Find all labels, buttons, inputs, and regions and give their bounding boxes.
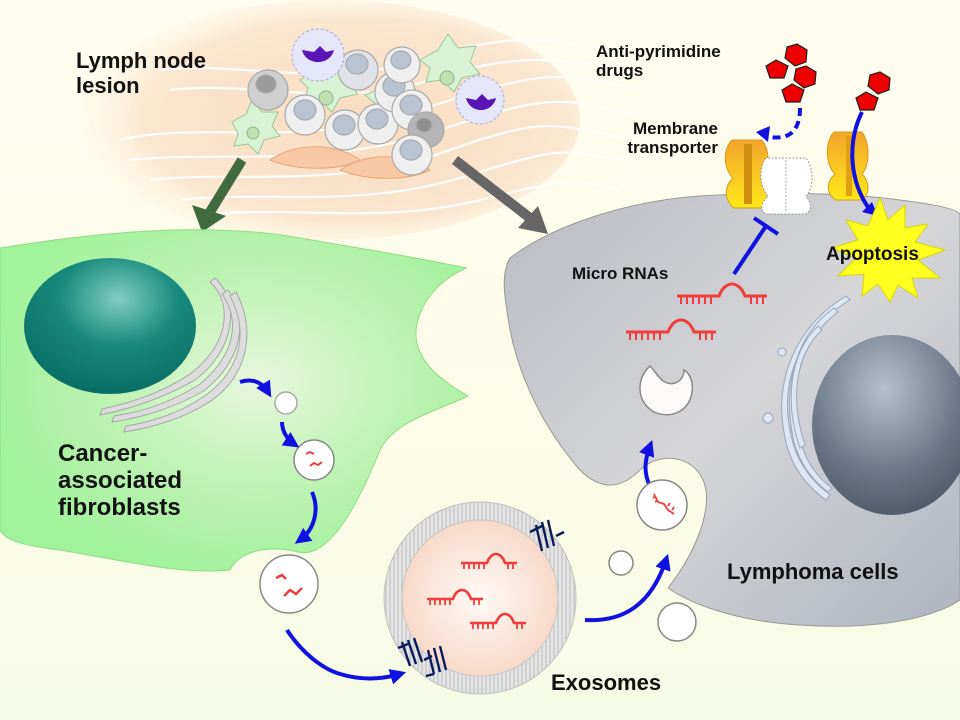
label-line: drugs [596, 61, 644, 81]
fibroblast-nucleus [24, 258, 196, 394]
label-line: associated [58, 466, 183, 494]
inhibition-line [732, 216, 780, 276]
arrow-lesion-to-fibroblasts [192, 157, 247, 232]
vesicle-small [608, 550, 634, 576]
label-membrane-transporter: Membrane transporter [590, 119, 718, 157]
label-exosomes: Exosomes [551, 670, 662, 695]
label-line: transporter [627, 138, 718, 158]
vesicle-released [259, 554, 319, 614]
apoptosis-burst [830, 196, 947, 304]
lymphocyte-icons [247, 46, 445, 176]
lymphoma-nucleus [812, 335, 960, 515]
neutrophil-icons [291, 28, 505, 125]
label-anti-pyrimidine-drugs: Anti-pyrimidine drugs [596, 42, 721, 80]
vesicle-medium [657, 602, 697, 642]
label-lymph-node-lesion: Lymph node lesion [76, 48, 206, 98]
label-cancer-associated-fibroblasts: Cancer- associated fibroblasts [58, 440, 183, 522]
label-line: fibroblasts [58, 493, 181, 521]
efflux-arrow [756, 107, 802, 142]
exosome-receptors [397, 519, 565, 678]
endoplasmic-reticulum [762, 295, 851, 501]
membrane-transporter-right [826, 131, 869, 201]
label-line: Membrane [632, 119, 718, 138]
exosome [383, 501, 577, 695]
label-micro-rnas: Micro RNAs [572, 264, 669, 283]
label-line: Cancer- [58, 440, 148, 467]
label-lymphoma-cells: Lymphoma cells [727, 559, 899, 584]
micro-rna-icons [626, 282, 767, 340]
cancer-associated-fibroblast [0, 229, 470, 572]
membrane-transporter-inhibited [760, 157, 813, 215]
label-apoptosis: Apoptosis [826, 244, 919, 265]
label-line: Lymph node [76, 48, 206, 73]
anti-pyrimidine-drug-molecules [765, 43, 891, 111]
lymphoma-cell [503, 192, 960, 627]
golgi-apparatus [99, 277, 248, 433]
arrow-lesion-to-lymphoma [451, 156, 548, 234]
open-vesicle [639, 364, 694, 416]
vesicle-with-rna [293, 439, 335, 481]
label-line: lesion [76, 72, 140, 98]
lymph-node-lesion [80, 0, 641, 240]
vesicle-empty [274, 391, 298, 415]
vesicle-with-rna-entering [636, 479, 688, 531]
label-line: Anti-pyrimidine [596, 42, 721, 61]
